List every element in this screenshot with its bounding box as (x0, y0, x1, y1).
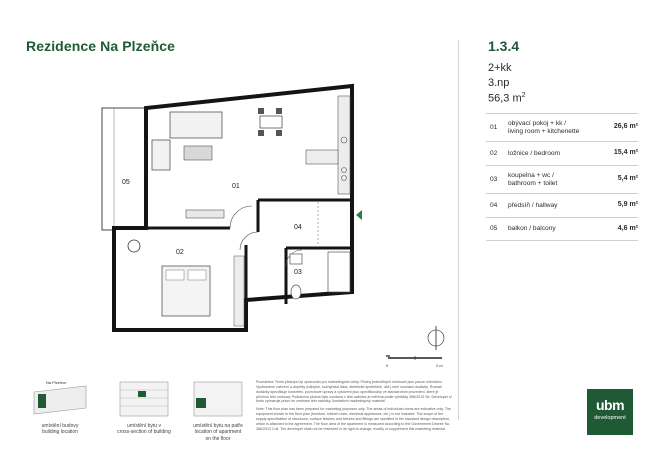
outer-wall (112, 83, 354, 332)
room-label-01: 01 (232, 183, 240, 190)
shower-icon (327, 251, 351, 293)
room-row: 05 balkon / balcony 4,6 m² (486, 217, 638, 241)
door-arc (239, 231, 259, 251)
sink-icon (340, 136, 348, 144)
apartment-highlight (138, 391, 146, 397)
scale-end: 2 m (436, 363, 443, 368)
minimap-caption: umístění budovy building location (41, 423, 79, 436)
plant-icon (127, 239, 141, 253)
sofa-icon (169, 111, 223, 139)
minimap-caption: umístění bytu v cross-section of buildin… (117, 423, 171, 436)
pillow-icon (187, 269, 207, 281)
room-label-03: 03 (294, 269, 302, 276)
tv-unit-icon (185, 209, 225, 219)
room-row: 02 ložnice / bedroom 15,4 m² (486, 141, 638, 165)
chair-icon (276, 108, 282, 114)
disclaimer-notes: Poznámka: Tento půdorys byl zpracován pr… (256, 380, 452, 434)
bedroom-wardrobe-icon (233, 255, 245, 327)
chair-icon (258, 130, 264, 136)
scale-start: 0 (386, 363, 389, 368)
armchair-icon (151, 139, 171, 171)
minimap-floor-location (190, 378, 246, 418)
stove-icon (341, 167, 347, 173)
note-en: Note: This floor plan has been prepared … (256, 407, 452, 431)
coffee-table-icon (183, 145, 213, 161)
minimap-cross-section (116, 378, 172, 418)
kitchen-island-icon (305, 149, 339, 165)
unit-area: 56,3 m2 (488, 92, 526, 105)
room-table: 01 obývací pokoj + kk /living room + kit… (486, 113, 638, 241)
scale-group: 0 2 m (386, 326, 445, 368)
washbasin-icon (289, 253, 303, 265)
minimap-caption: umístění bytu na patře location of apart… (193, 423, 243, 442)
minimap-label: Na Plzeňce (46, 380, 67, 385)
chair-icon (258, 108, 264, 114)
dining-table-icon (259, 115, 283, 129)
project-title: Rezidence Na Plzeňce (26, 38, 176, 54)
apartment-highlight (196, 398, 206, 408)
kitchen-counter-icon (337, 95, 351, 195)
room-row: 01 obývací pokoj + kk /living room + kit… (486, 113, 638, 141)
stove-icon (341, 175, 347, 181)
logo-mark: ubm (595, 397, 625, 413)
room-label-02: 02 (176, 249, 184, 256)
balcony-outline (101, 107, 147, 231)
note-cz: Poznámka: Tento půdorys byl zpracován pr… (256, 380, 452, 404)
room-row: 04 předsíň / hallway 5,9 m² (486, 193, 638, 217)
pillow-icon (165, 269, 185, 281)
room-label-05: 05 (122, 179, 130, 186)
divider-line (458, 40, 459, 420)
door-arc (229, 205, 253, 229)
toilet-icon (290, 284, 302, 300)
room-row: 03 koupelna + wc /bathroom + toilet 5,4 … (486, 165, 638, 193)
unit-layout: 2+kk (488, 62, 512, 74)
building-highlight (38, 394, 46, 408)
room-label-04: 04 (294, 224, 302, 231)
entrance-arrow-icon (356, 210, 362, 220)
ubm-logo: ubm development (587, 389, 633, 435)
unit-id: 1.3.4 (488, 38, 520, 54)
logo-word: development (594, 415, 626, 421)
minimap-building-location: Na Plzeňce (32, 378, 88, 418)
chair-icon (276, 130, 282, 136)
floor-plan: 05 01 02 04 03 (101, 83, 390, 357)
unit-floor: 3.np (488, 77, 510, 89)
